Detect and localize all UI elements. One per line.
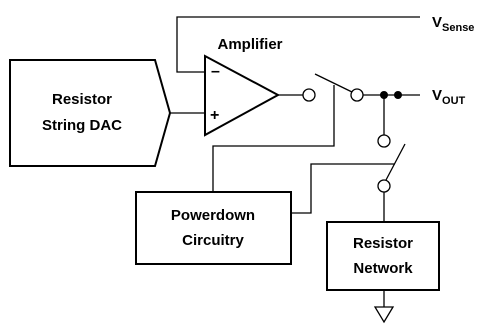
amplifier-label: Amplifier <box>217 36 282 53</box>
output-switch-contact-left <box>302 88 316 102</box>
resistor-network-block <box>326 221 440 291</box>
shunt-switch-contact-bottom <box>377 179 391 193</box>
output-switch-blade <box>314 73 353 93</box>
vout-label: VOUT <box>432 87 466 107</box>
wire-powerdown-to-shunt-switch <box>291 163 395 214</box>
dac-block <box>9 59 172 167</box>
amplifier-minus-sign: – <box>211 63 220 80</box>
dac-label-line1: Resistor <box>52 91 112 108</box>
network-label-line2: Network <box>353 260 413 277</box>
output-switch-contact-right <box>350 88 364 102</box>
shunt-switch-blade <box>385 143 406 181</box>
dac-label-line2: String DAC <box>42 117 122 134</box>
powerdown-label-line2: Circuitry <box>182 232 244 249</box>
amplifier-plus-sign: + <box>210 107 219 124</box>
ground-icon <box>373 306 395 324</box>
output-junction-dot-2 <box>394 91 402 99</box>
shunt-switch-contact-top <box>377 134 391 148</box>
network-label-line1: Resistor <box>353 235 413 252</box>
wire-powerdown-to-output-switch <box>212 85 335 192</box>
vsense-label: VSense <box>432 14 474 34</box>
amplifier-triangle <box>204 54 281 137</box>
powerdown-block <box>135 191 292 265</box>
powerdown-label-line1: Powerdown <box>171 207 255 224</box>
wire-vsense-feedback <box>176 16 420 73</box>
